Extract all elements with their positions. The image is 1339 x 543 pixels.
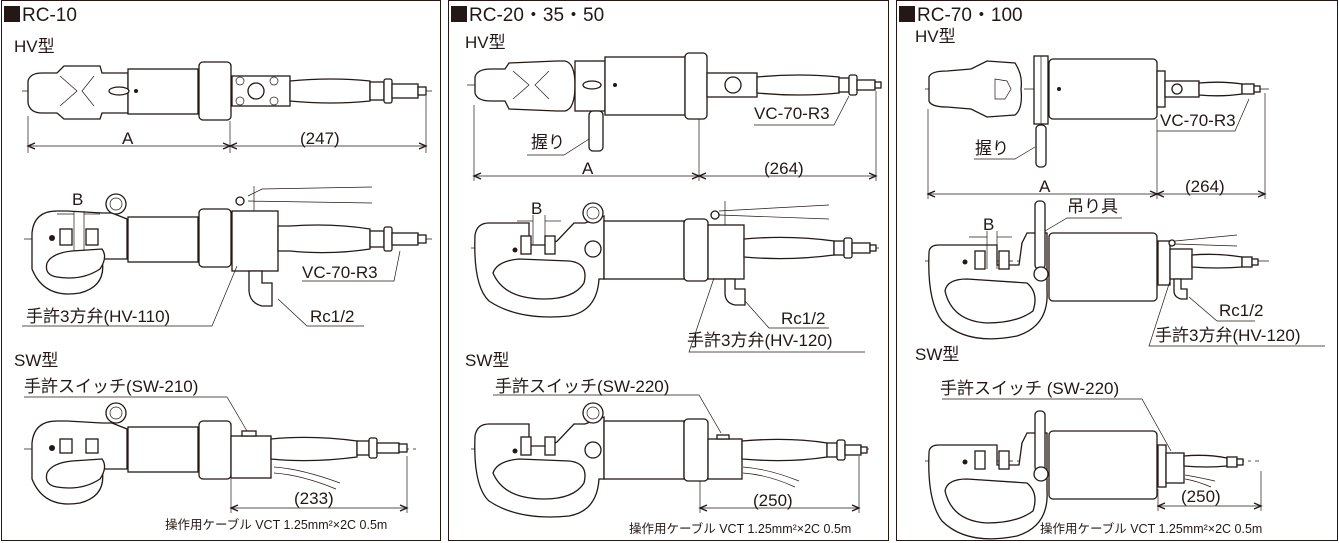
rc-10-drawings [22,61,432,513]
panel-title-text: RC-10 [22,5,77,26]
hv-side-view [24,186,432,307]
lifting-label: 吊り具 [1067,197,1118,216]
panel-rc-20-35-50: RC-20・35・50 HV型 [448,0,889,541]
port-label: Rc1/2 [781,309,826,328]
hv-dim-length-label: (264) [764,159,804,178]
hv-dim-a-label: A [1039,177,1051,196]
sw-type-label: SW型 [465,351,510,370]
panel-rc-70-100: RC-70・100 HV型 [896,0,1338,541]
panel-title: RC-70・100 [899,5,1023,27]
black-square-icon [451,6,467,22]
switch-label: 手許スイッチ(SW-220) [495,377,670,396]
hv-dimension-lines [472,91,878,181]
leader-lines [22,250,401,327]
sw-type-label: SW型 [915,345,960,364]
port-label: Rc1/2 [1219,301,1264,320]
sw-dimension-lines [24,396,409,513]
hv-top-view [467,52,882,152]
valve-label: 手許3方弁(HV-120) [1155,326,1301,345]
hv-dim-length-label: (247) [300,129,340,148]
black-square-icon [899,6,915,22]
sw-dim-length-label: (250) [1181,487,1221,506]
cable-label: 操作用ケーブル VCT 1.25mm²×2C 0.5m [1040,522,1263,536]
cable-label: 操作用ケーブル VCT 1.25mm²×2C 0.5m [629,522,852,536]
coupler-label: VC-70-R3 [754,104,830,123]
hv-type-label: HV型 [915,27,956,46]
sw-dimension-lines [942,398,1263,511]
hv-dimension-lines [926,93,1267,199]
port-label: Rc1/2 [310,307,355,326]
panel-title-text: RC-20・35・50 [469,5,605,26]
b-dimension [57,211,100,251]
switch-label: 手許スイッチ(SW-210) [24,377,199,396]
hv-side-view [471,201,879,318]
panel-title: RC-10 [4,5,77,27]
valve-label: 手許3方弁(HV-120) [687,331,833,350]
grip-label: 握り [975,139,1009,158]
panel-title: RC-20・35・50 [451,5,604,27]
sw-view [471,402,869,518]
sw-dimension-lines [493,394,861,513]
leader-lines [688,277,865,353]
hv-dim-b-label: B [983,215,995,234]
panel-title-text: RC-70・100 [917,5,1023,26]
hv-dim-a-label: A [582,159,594,178]
rc-70-drawings [925,55,1325,540]
hv-type-label: HV型 [14,37,55,56]
cable-label: 操作用ケーブル VCT 1.25mm²×2C 0.5m [165,518,388,532]
hv-dim-b-label: B [72,190,84,209]
sw-view [24,402,420,505]
hv-top-view [22,61,432,121]
hv-type-label: HV型 [465,33,506,52]
switch-label: 手許スイッチ (SW-220) [940,379,1120,398]
sw-dim-length-label: (250) [753,491,793,510]
hv-side-view [925,200,1269,340]
coupler-label: VC-70-R3 [302,263,378,282]
black-square-icon [4,6,20,22]
hv-dim-b-label: B [531,199,543,218]
hv-dimension-lines [26,96,428,153]
sw-dim-length-label: (233) [294,489,334,508]
grip-label: 握り [531,133,565,152]
hv-top-view [925,55,1269,168]
valve-label: 手許3方弁(HV-110) [26,307,171,326]
sw-type-label: SW型 [14,351,59,370]
hv-dim-length-label: (264) [1185,177,1225,196]
leader-lines [1148,280,1325,347]
panel-rc-10: RC-10 HV型 [1,0,441,541]
rc-20-drawings [467,52,882,518]
hv-dim-a-label: A [122,129,134,148]
sw-view [925,410,1259,540]
coupler-label: VC-70-R3 [1160,111,1236,130]
